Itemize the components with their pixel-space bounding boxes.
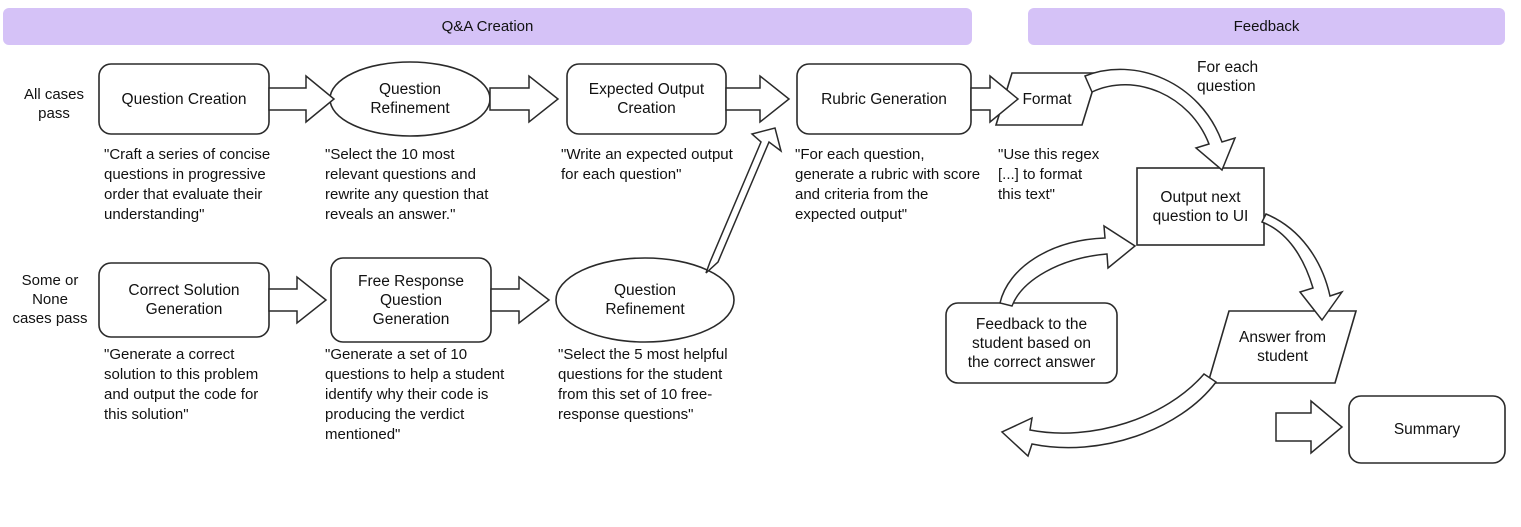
arrow-format-to-output-next [1084,68,1237,172]
text-feedback-line2: student based on [972,334,1091,352]
text-output-line1: Output next [1160,188,1241,206]
text-some-none-line3: cases pass [12,310,88,327]
node-feedback-to-student[interactable] [945,302,1118,384]
text-summary: Summary [1393,421,1461,438]
section-banner-feedback-label: Feedback [1233,18,1300,35]
node-label-expected-output-creation: Expected Output Creation [567,64,726,134]
note-format: "Use this regex [...] to format this tex… [998,146,1100,203]
text-fr-line1: Free Response [358,272,464,290]
text-qr-bot-line2: Refinement [605,301,685,318]
note-question-refinement-top: "Select the 10 most relevant questions a… [325,146,489,223]
note-question-refinement-bottom: "Select the 5 most helpful questions for… [558,346,728,423]
text-feedback-line1: Feedback to the [975,315,1088,333]
text-for-each-line2: question [1197,78,1256,95]
note-correct-solution-generation: "Generate a correct solution to this pro… [104,346,259,423]
text-answer-line2: student [1257,348,1308,365]
arrow-feedback-to-output [999,224,1137,307]
node-label-feedback-to-student: Feedback to the student based on the cor… [946,303,1117,383]
node-label-answer-from-student: Answer from student [1216,311,1349,383]
arrow-answer-to-feedback [1000,373,1218,458]
arrow-refinement-bottom-to-rubric [705,127,783,274]
arrow-output-to-answer [1260,213,1344,322]
text-cs-line1: Correct Solution [128,282,240,299]
text-eo-line2: Creation [617,100,676,117]
node-label-free-response-question-generation: Free Response Question Generation [331,258,491,342]
node-label-output-next-question: Output next question to UI [1137,168,1264,245]
note-question-creation: "Craft a series of concise questions in … [104,146,271,223]
note-rubric-generation: "For each question, generate a rubric wi… [795,146,981,223]
node-output-next-question[interactable] [1136,167,1265,246]
node-label-rubric-generation: Rubric Generation [797,64,971,134]
text-fr-line2: Question [379,291,443,309]
text-fr-line3: Generation [372,310,450,328]
section-banner-qa-creation: Q&A Creation [3,8,972,45]
note-free-response-question-generation: "Generate a set of 10 questions to help … [325,346,505,443]
text-rubric-generation: Rubric Generation [821,90,947,108]
text-output-line2: question to UI [1152,207,1249,225]
node-label-format: Format [1000,73,1094,125]
note-expected-output-creation: "Write an expected output for each quest… [561,146,733,183]
edge-label-for-each-question: For each question [1197,56,1312,98]
node-label-question-refinement-top: Question Refinement [330,62,490,136]
arrow-correct-solution-to-free-response [268,275,328,325]
arrow-rubric-to-format [970,74,1020,124]
node-summary[interactable] [1348,395,1506,464]
text-some-none-line2: None [32,291,68,308]
arrow-question-creation-to-refinement [268,74,336,124]
arrow-free-response-to-refinement [490,275,551,325]
text-cs-line2: Generation [145,301,223,318]
text-qr-top-line2: Refinement [370,100,450,117]
arrow-expected-output-to-rubric [725,74,791,124]
node-answer-from-student[interactable] [1206,310,1358,384]
text-qr-bot-line1: Question [613,282,677,299]
lane-label-some-or-none-cases-pass: Some or None cases pass [2,271,98,328]
node-question-refinement-bottom[interactable] [555,257,735,343]
section-banner-feedback: Feedback [1028,8,1505,45]
arrow-answer-to-summary [1275,399,1344,455]
text-some-none-line1: Some or [21,272,79,289]
text-for-each-line1: For each [1197,59,1259,76]
text-answer-line1: Answer from [1239,329,1326,346]
text-eo-line1: Expected Output [588,81,705,98]
node-label-question-refinement-bottom: Question Refinement [565,263,725,337]
text-qr-top-line1: Question [378,81,442,98]
node-label-correct-solution-generation: Correct Solution Generation [99,263,269,337]
arrow-refinement-to-expected-output [489,74,560,124]
node-label-question-creation: Question Creation [99,64,269,134]
text-question-creation: Question Creation [121,90,247,108]
node-label-summary: Summary [1349,396,1505,463]
text-feedback-line3: the correct answer [967,353,1096,371]
lane-label-all-cases-pass: All cases pass [10,85,98,123]
text-format: Format [1022,90,1072,108]
text-all-cases-line2: pass [38,105,70,122]
text-all-cases-line1: All cases [23,86,85,103]
section-banner-qa-creation-label: Q&A Creation [441,18,534,35]
